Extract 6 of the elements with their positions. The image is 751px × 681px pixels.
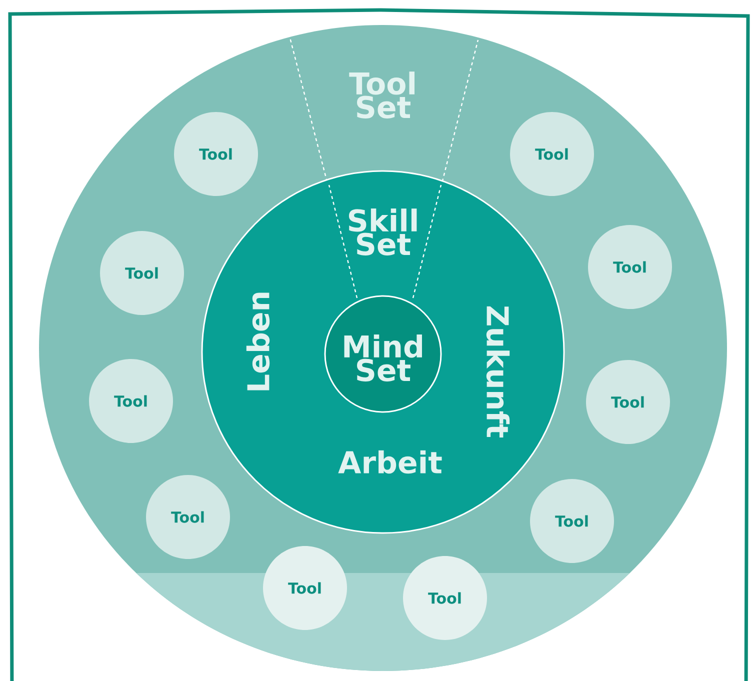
heading: Skill Set	[348, 208, 417, 256]
label: Zukunft	[486, 306, 510, 438]
label: Leben	[246, 292, 270, 390]
heading: Mind Set	[344, 334, 422, 382]
label: Arbeit	[338, 450, 442, 474]
heading: Tool Set	[349, 72, 414, 118]
